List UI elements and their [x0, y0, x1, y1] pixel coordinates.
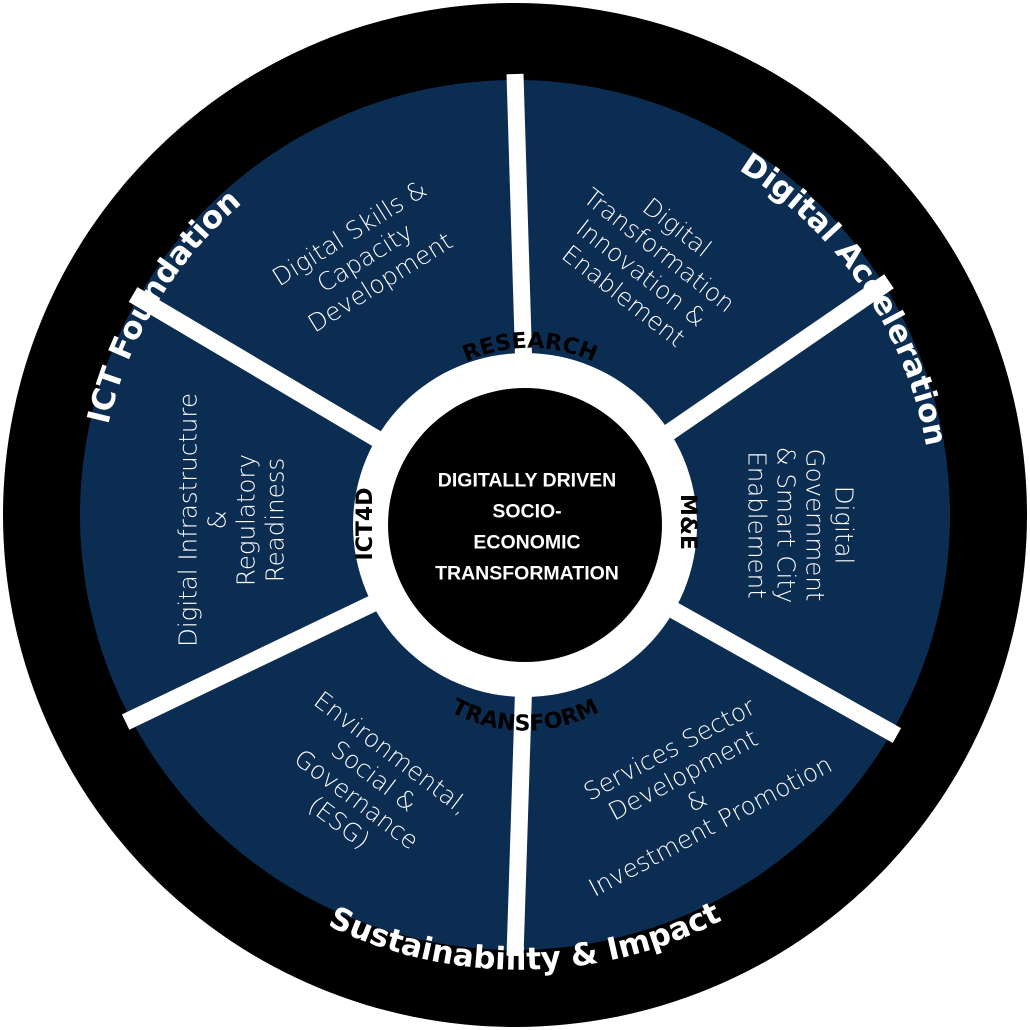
segment-label-line: Government — [801, 449, 830, 602]
segment-label-line: & Smart City — [772, 447, 801, 604]
center-title: DIGITALLY DRIVEN SOCIO- ECONOMIC TRANSFORMA… — [435, 470, 619, 585]
segment-label-line: Regulatory — [232, 454, 261, 586]
center-title-line: SOCIO- — [492, 501, 561, 523]
segment-divider — [128, 287, 426, 473]
segment-label: DigitalGovernment& Smart CityEnablement — [743, 447, 859, 604]
center-title-line: TRANSFORMATION — [435, 563, 619, 585]
segment-divider — [121, 573, 423, 730]
segment-label: Digital Infrastructure&RegulatoryReadine… — [174, 393, 290, 647]
segment-divider — [621, 274, 894, 469]
center-title-line: ECONOMIC — [473, 532, 580, 554]
center-title-line: DIGITALLY DRIVEN — [438, 470, 616, 492]
center-circle — [388, 388, 662, 662]
segment-label-line: Readiness — [261, 458, 290, 583]
segment-label-line: Digital Infrastructure — [174, 393, 203, 647]
segment-label-line: & — [203, 510, 232, 529]
segment-label-line: Digital — [830, 486, 859, 565]
inner-ring-label-left: ICT4D — [353, 488, 378, 561]
segment-divider — [506, 73, 534, 406]
segment-label-line: Enablement — [743, 451, 772, 599]
inner-ring-label-right: M&E — [675, 494, 700, 550]
